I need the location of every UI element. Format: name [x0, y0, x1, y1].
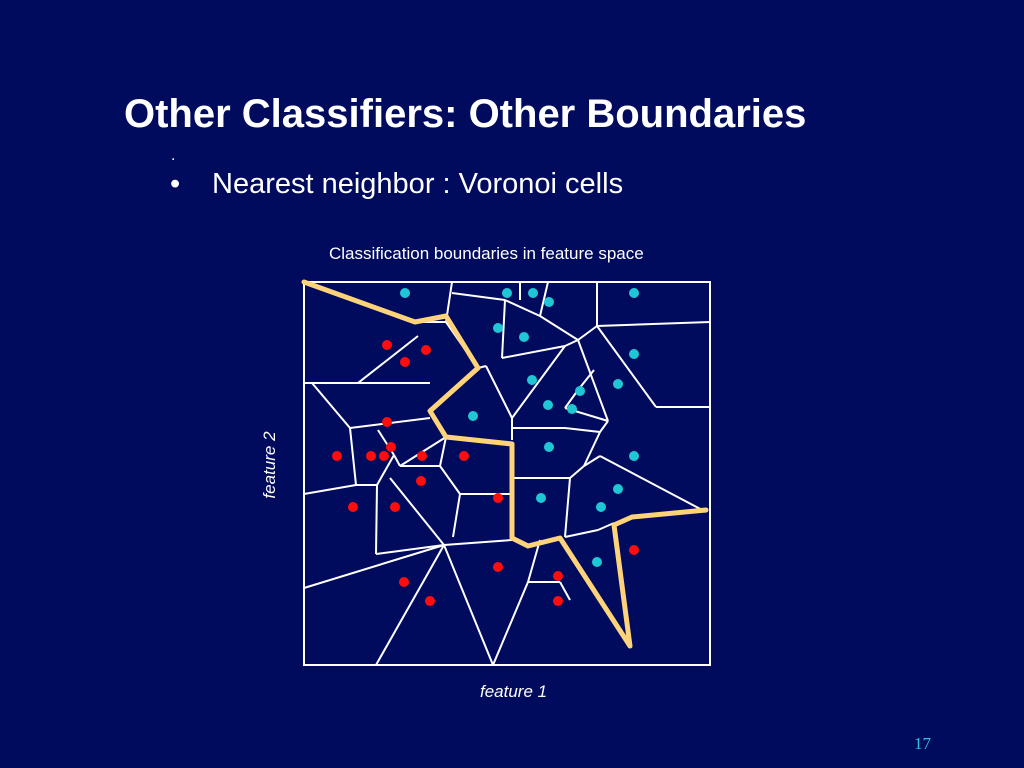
class-b-point — [366, 451, 376, 461]
cell-edge — [376, 454, 395, 486]
cell-edge — [564, 427, 601, 433]
cell-edge — [564, 529, 599, 538]
class-b-point — [416, 476, 426, 486]
page-number: 17 — [914, 734, 931, 753]
class-a-point — [400, 288, 410, 298]
cell-edge — [564, 477, 571, 538]
class-b-point — [379, 451, 389, 461]
class-b-point — [553, 596, 563, 606]
cell-edge — [539, 281, 549, 317]
decision-boundary — [301, 279, 709, 649]
cell-edge — [569, 465, 585, 479]
class-b-point — [382, 417, 392, 427]
cell-edge — [311, 382, 351, 429]
cell-edge — [303, 484, 357, 495]
class-a-point — [629, 349, 639, 359]
class-b-point — [417, 451, 427, 461]
class-b-point — [390, 502, 400, 512]
class-a-point — [629, 451, 639, 461]
x-axis-label: feature 1 — [480, 682, 548, 701]
class-b-point — [399, 577, 409, 587]
cell-edge — [577, 339, 609, 422]
class-b-point — [332, 451, 342, 461]
cell-edge — [375, 544, 445, 666]
cell-edge — [443, 544, 494, 666]
cell-edge — [389, 477, 445, 546]
y-axis-label: feature 2 — [260, 431, 279, 499]
class-a-point — [544, 297, 554, 307]
class-a-point — [493, 323, 503, 333]
plot-frame — [303, 281, 711, 666]
cell-edge — [375, 484, 378, 555]
class-a-point — [575, 386, 585, 396]
class-a-point — [543, 400, 553, 410]
cell-edge — [501, 299, 506, 359]
class-a-point — [596, 502, 606, 512]
cell-edge — [303, 544, 445, 589]
class-a-point — [519, 332, 529, 342]
class-b-point — [459, 451, 469, 461]
cell-edge — [596, 325, 657, 408]
cell-edge — [452, 493, 461, 538]
sample-points — [332, 288, 639, 606]
cell-edge — [393, 454, 401, 467]
cell-edge — [443, 539, 513, 546]
cell-edge — [539, 315, 579, 341]
class-b-point — [629, 545, 639, 555]
cell-edge — [583, 455, 601, 467]
cell-edge — [597, 522, 615, 531]
class-a-point — [613, 379, 623, 389]
class-b-point — [553, 571, 563, 581]
cell-edge — [559, 581, 571, 601]
class-a-point — [468, 411, 478, 421]
slide-title: Other Classifiers: Other Boundaries — [124, 92, 807, 136]
cell-edge — [375, 544, 445, 555]
class-a-point — [629, 288, 639, 298]
cell-edge — [577, 325, 598, 341]
cell-edge — [564, 339, 579, 347]
class-a-point — [544, 442, 554, 452]
cell-edge — [451, 292, 506, 301]
class-b-point — [421, 345, 431, 355]
class-b-point — [493, 562, 503, 572]
cell-edge — [439, 436, 447, 467]
figure-caption: Classification boundaries in feature spa… — [329, 244, 644, 263]
class-a-point — [567, 404, 577, 414]
class-a-point — [592, 557, 602, 567]
class-a-point — [502, 288, 512, 298]
voronoi-cell-edges — [303, 281, 711, 666]
class-b-point — [400, 357, 410, 367]
class-a-point — [528, 288, 538, 298]
cell-edge — [599, 455, 707, 513]
cell-edge — [583, 431, 601, 467]
cell-edge — [599, 420, 609, 433]
cell-edge — [596, 321, 711, 327]
class-a-point — [536, 493, 546, 503]
bullet-text: Nearest neighbor : Voronoi cells — [212, 168, 624, 200]
cell-edge — [349, 427, 357, 486]
class-b-point — [382, 340, 392, 350]
cell-edge — [501, 345, 566, 359]
class-b-point — [386, 442, 396, 452]
cell-edge — [492, 581, 529, 666]
cell-edge — [511, 345, 566, 419]
class-b-point — [348, 502, 358, 512]
bullet-item: • Nearest neighbor : Voronoi cells — [170, 168, 623, 201]
cell-edge — [439, 465, 461, 495]
class-a-point — [613, 484, 623, 494]
cell-edge — [527, 539, 541, 583]
cell-edge — [485, 365, 513, 419]
class-a-point — [527, 375, 537, 385]
cell-edge — [357, 335, 419, 384]
stray-mark: . — [171, 147, 176, 164]
bullet-glyph: • — [170, 168, 181, 200]
cell-edge — [504, 299, 541, 317]
class-b-point — [425, 596, 435, 606]
class-b-point — [493, 493, 503, 503]
